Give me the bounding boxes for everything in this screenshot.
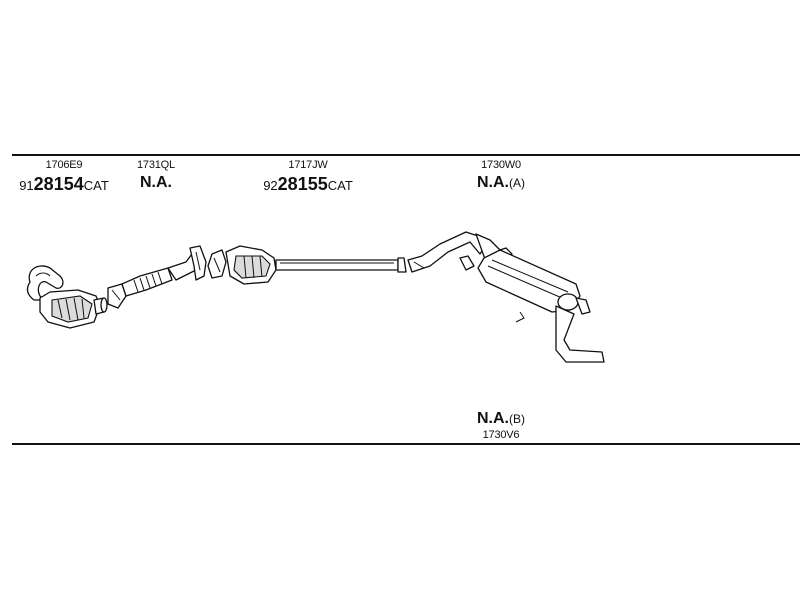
part-number: 9228155CAT	[263, 174, 353, 194]
catalyst-middle-drawing	[207, 245, 407, 285]
part-label-rear-silencer-a: 1730W0 N.A.(A)	[466, 160, 536, 191]
part-number: N.A.(A)	[477, 174, 525, 191]
front-pipe-drawing	[107, 245, 207, 309]
part-number: N.A.	[140, 174, 172, 191]
part-code: 1706E9	[45, 159, 83, 171]
part-number: N.A.(B)	[477, 410, 525, 427]
part-number: 9128154CAT	[19, 174, 109, 194]
part-code: 1731QL	[137, 159, 175, 171]
top-divider-line	[12, 154, 800, 156]
part-label-catalyst-front: 1706E9 9128154CAT	[14, 159, 114, 194]
catalyst-front-drawing	[26, 265, 108, 329]
rear-silencer-drawing	[407, 231, 605, 363]
part-code: 1730V6	[482, 429, 520, 441]
bottom-divider-line	[12, 443, 800, 445]
part-label-rear-silencer-b: N.A.(B) 1730V6	[466, 411, 536, 441]
part-code: 1717JW	[288, 159, 328, 171]
part-code: 1730W0	[481, 159, 521, 171]
part-label-catalyst-middle: 1717JW 9228155CAT	[258, 159, 358, 194]
part-label-front-pipe: 1731QL N.A.	[126, 160, 186, 191]
